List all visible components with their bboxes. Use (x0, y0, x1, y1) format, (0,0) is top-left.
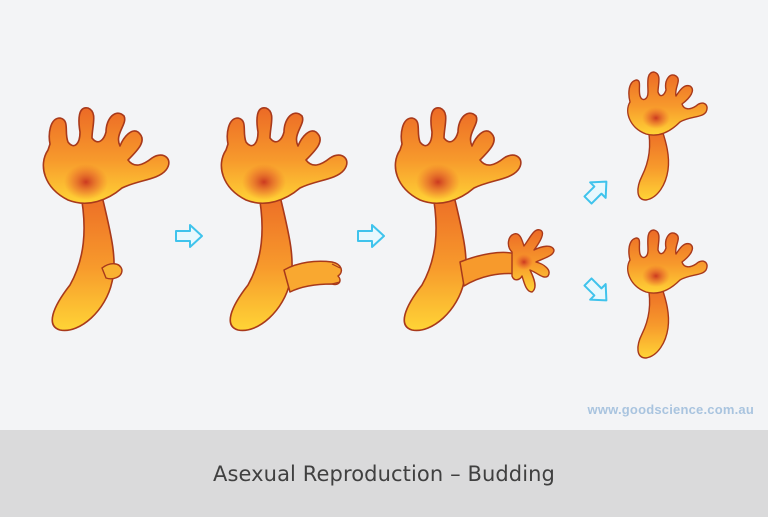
caption-bar: Asexual Reproduction – Budding (0, 430, 768, 517)
hydra-stage-2 (220, 107, 348, 332)
watermark: www.goodscience.com.au (587, 402, 754, 417)
right-arrow-icon (175, 224, 203, 248)
up-right-arrow-icon (579, 172, 616, 209)
hydra-stage-3 (394, 107, 555, 332)
down-right-arrow-icon (579, 273, 616, 310)
detached-offspring (627, 71, 708, 201)
parent-hydra (627, 229, 708, 359)
hydra-stage-1 (42, 107, 170, 332)
diagram-title: Asexual Reproduction – Budding (212, 461, 555, 486)
right-arrow-icon (357, 224, 385, 248)
budding-diagram (42, 71, 708, 359)
